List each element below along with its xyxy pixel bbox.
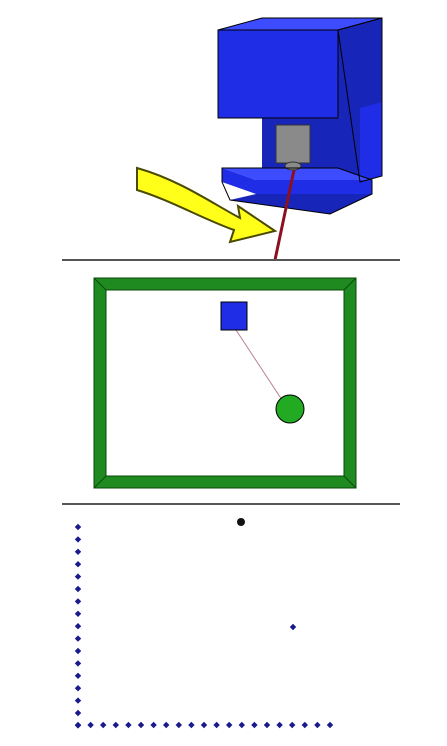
top-panel bbox=[136, 17, 383, 261]
trace-dot bbox=[226, 721, 233, 729]
trace-dot bbox=[276, 721, 283, 729]
trace-dot bbox=[74, 709, 82, 717]
black-dot bbox=[237, 518, 245, 526]
trace-dot bbox=[188, 721, 195, 729]
circle-marker-icon bbox=[275, 394, 305, 424]
trace-dot bbox=[125, 721, 132, 729]
trace-dot bbox=[74, 561, 82, 568]
curved-arrow-icon bbox=[136, 166, 278, 244]
trace-dot bbox=[263, 721, 271, 729]
trace-dot bbox=[74, 685, 82, 692]
trace-dot bbox=[74, 635, 82, 642]
trace-dot bbox=[74, 721, 82, 729]
trace-dot-isolated bbox=[289, 623, 297, 631]
trace-dot bbox=[112, 721, 119, 729]
trace-dot bbox=[74, 536, 82, 543]
trace-dot bbox=[100, 721, 107, 729]
bottom-panel bbox=[74, 518, 334, 729]
trace-dot bbox=[238, 721, 245, 729]
middle-panel bbox=[93, 277, 357, 489]
trace-dot bbox=[137, 721, 145, 729]
trace-dot bbox=[74, 660, 82, 667]
trace-dot bbox=[213, 721, 220, 729]
scanner-device-icon bbox=[217, 17, 383, 215]
trace-dot bbox=[163, 721, 170, 729]
trace-dot bbox=[314, 721, 321, 729]
trace-dot bbox=[74, 697, 82, 704]
trace-dot bbox=[326, 721, 334, 729]
trace-dot bbox=[301, 721, 308, 729]
trace-dot bbox=[74, 647, 82, 655]
trace-dot bbox=[87, 721, 94, 729]
trace-dot bbox=[74, 672, 82, 679]
trace-dot bbox=[289, 721, 296, 729]
laser-beam bbox=[273, 169, 296, 261]
trace-dot bbox=[74, 610, 82, 617]
link-line bbox=[235, 329, 287, 407]
trace-dot bbox=[74, 598, 82, 605]
trace-dot bbox=[150, 721, 157, 729]
trace-dot bbox=[74, 623, 82, 630]
square-marker-icon bbox=[220, 301, 248, 331]
trace-dot bbox=[74, 548, 82, 555]
trace-dot bbox=[74, 573, 82, 580]
trace-dot bbox=[74, 585, 82, 593]
trace-dot bbox=[200, 721, 208, 729]
trace-dot bbox=[74, 523, 82, 531]
trace-dot bbox=[251, 721, 258, 729]
trace-dot bbox=[175, 721, 182, 729]
